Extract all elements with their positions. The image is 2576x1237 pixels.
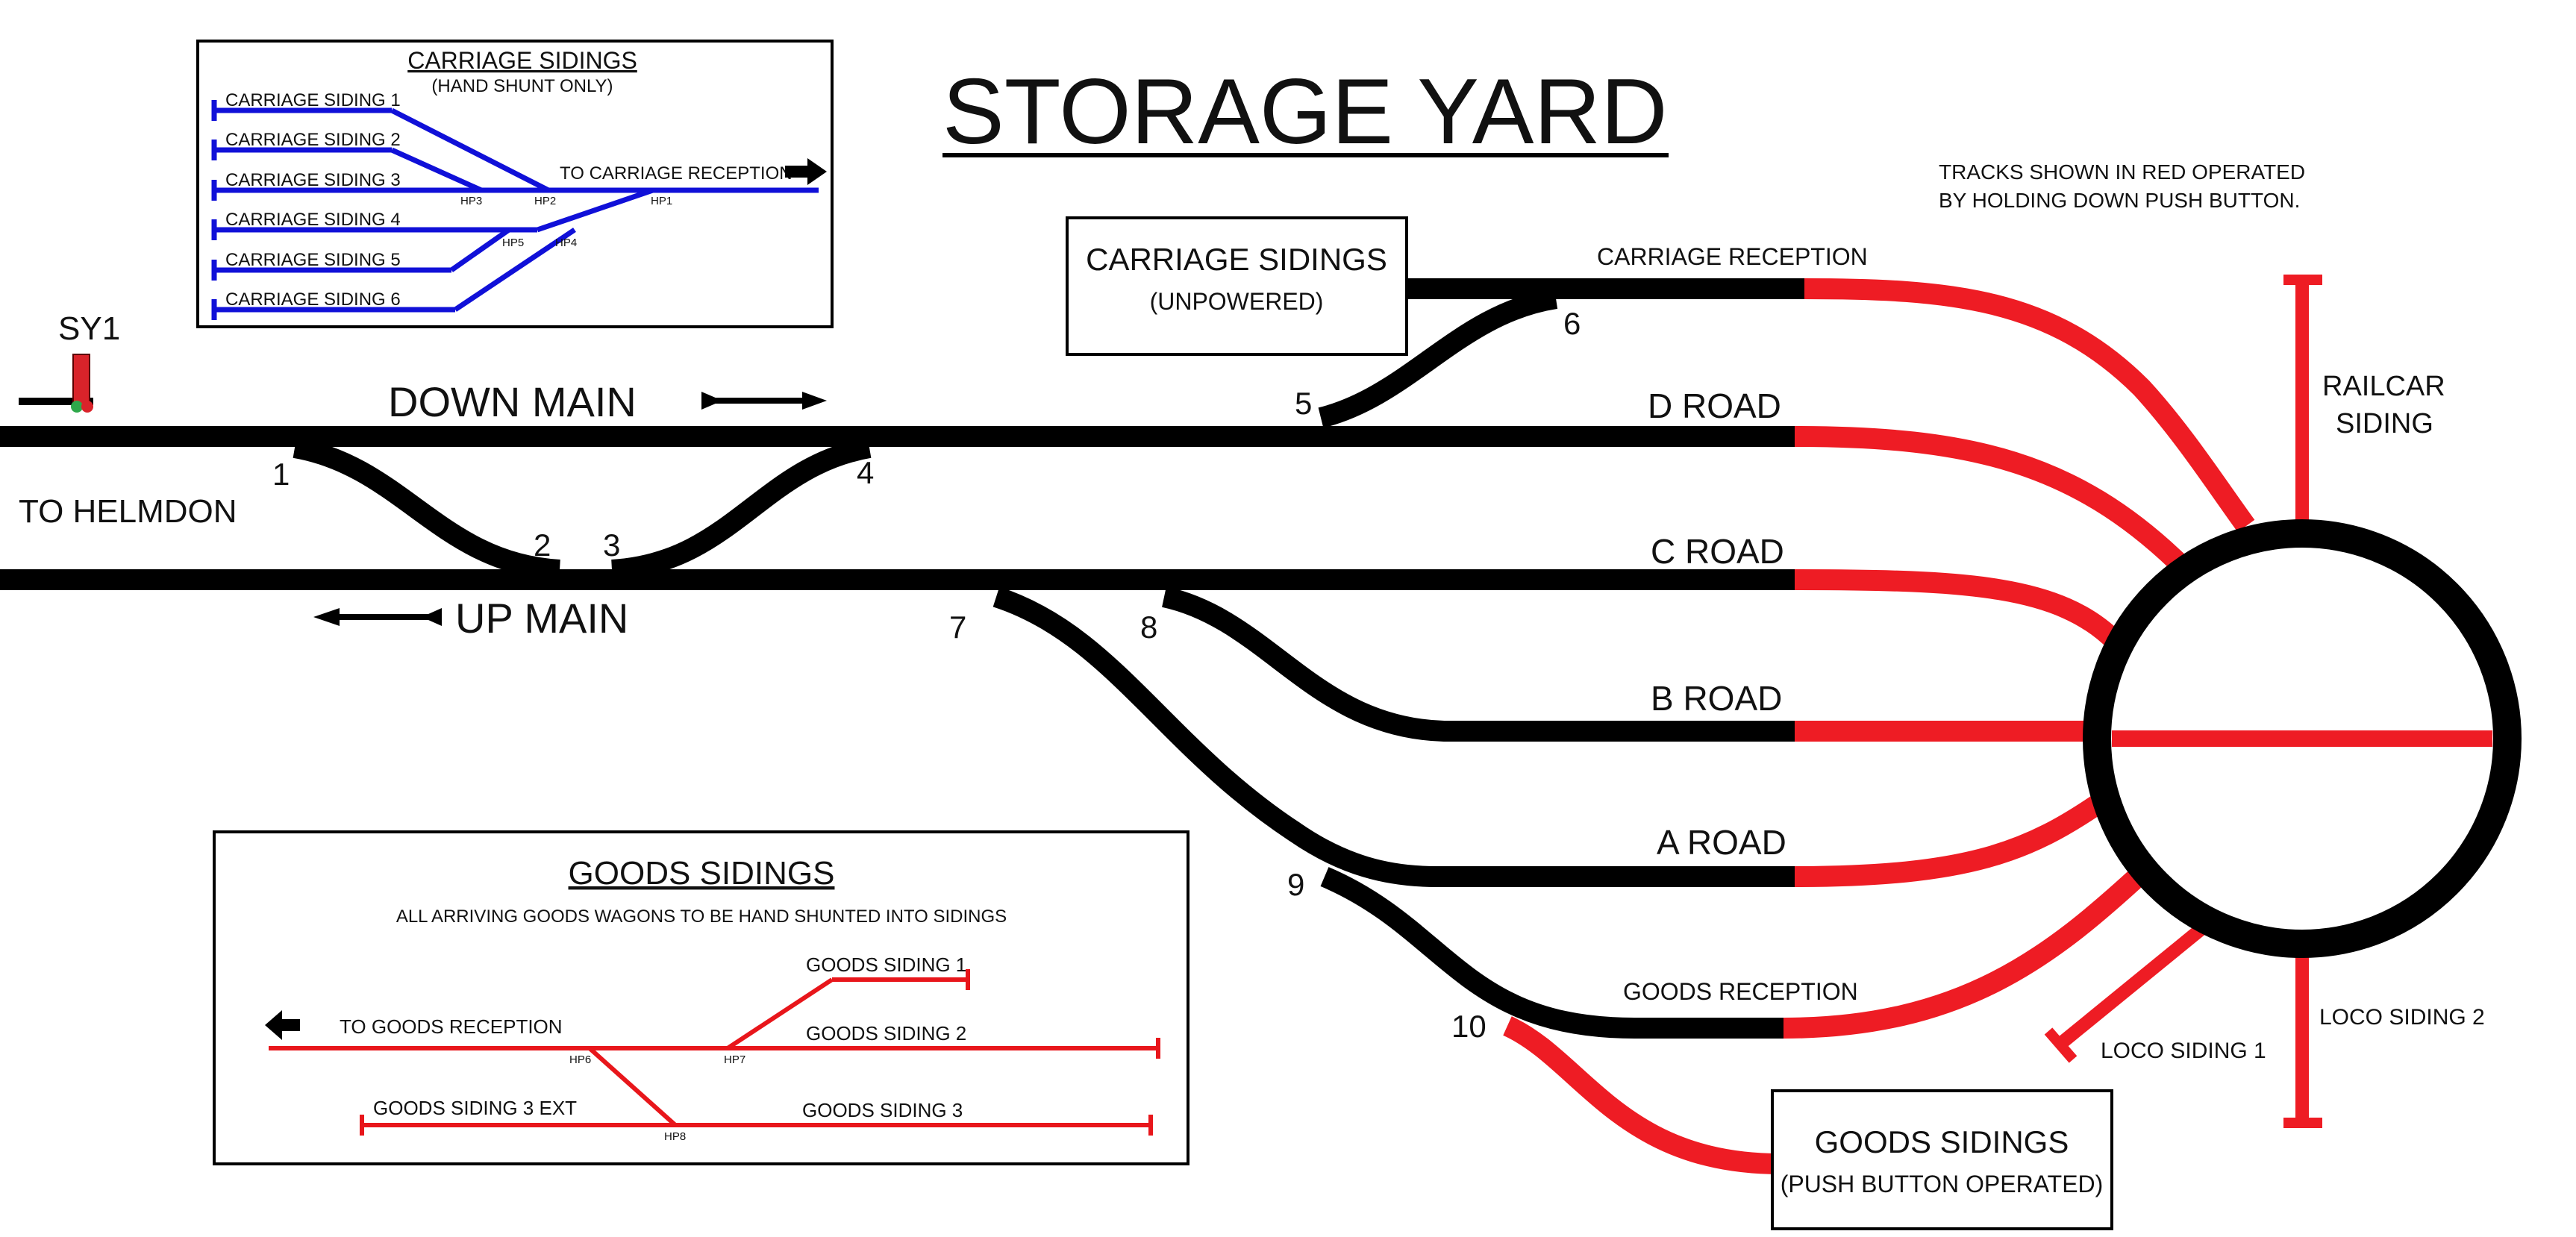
carriage-siding-1-label: CARRIAGE SIDING 1 [225, 90, 401, 110]
carriage-siding-3-label: CARRIAGE SIDING 3 [225, 170, 401, 190]
hp4-label: HP4 [555, 237, 577, 249]
carriage-sidings-box: CARRIAGE SIDINGS (UNPOWERED) [1066, 216, 1408, 356]
goods-box-title: GOODS SIDINGS [1815, 1124, 2069, 1159]
carriage-box-title: CARRIAGE SIDINGS [1086, 242, 1387, 277]
point-8-label: 8 [1140, 610, 1157, 645]
to-helmdon-label: TO HELMDON [19, 493, 237, 530]
signal-label: SY1 [58, 310, 120, 347]
carriage-inset-title: CARRIAGE SIDINGS [407, 47, 637, 74]
hp8-label: HP8 [664, 1130, 686, 1143]
hp5-label: HP5 [502, 237, 524, 249]
note-line-1: TRACKS SHOWN IN RED OPERATED [1939, 160, 2305, 184]
carriage-reception-powered [1804, 278, 2255, 533]
goods-inset-frame [213, 830, 1189, 1165]
down-main-arrow-icon [701, 392, 827, 410]
goods-reception-powered [1783, 865, 2149, 1039]
carriage-reception-label: CARRIAGE RECEPTION [1597, 243, 1868, 270]
point-10-label: 10 [1451, 1009, 1486, 1044]
carriage-inset-frame [196, 40, 834, 328]
carriage-inset-subtitle: (HAND SHUNT ONLY) [431, 76, 613, 96]
carriage-siding-5-label: CARRIAGE SIDING 5 [225, 250, 401, 270]
c-road-powered [1794, 569, 2123, 650]
goods-sidings-box: GOODS SIDINGS (PUSH BUTTON OPERATED) [1771, 1089, 2113, 1230]
down-main-label: DOWN MAIN [388, 378, 637, 425]
point-3-label: 3 [603, 527, 620, 563]
main-trackwork [0, 278, 1806, 1039]
loco-siding-1-track [2055, 924, 2206, 1050]
hp3-label: HP3 [460, 195, 482, 207]
note-line-2: BY HOLDING DOWN PUSH BUTTON. [1939, 189, 2300, 212]
crossover-3-4 [611, 437, 872, 580]
carriage-sidings-inset: CARRIAGE SIDINGS (HAND SHUNT ONLY) [196, 40, 834, 328]
goods-box-subtitle: (PUSH BUTTON OPERATED) [1781, 1171, 2104, 1197]
goods-reception-inset-label: TO GOODS RECEPTION [340, 1015, 563, 1038]
a-road-powered [1794, 793, 2107, 887]
signal-sy1: SY1 [19, 310, 120, 413]
goods-siding-1-label: GOODS SIDING 1 [806, 953, 966, 976]
up-main-arrow-icon [313, 608, 442, 626]
c-road-label: C ROAD [1651, 532, 1784, 571]
hp6-label: HP6 [569, 1053, 591, 1066]
goods-siding-2-label: GOODS SIDING 2 [806, 1022, 966, 1045]
point-7-label: 7 [949, 610, 966, 645]
goods-reception-label: GOODS RECEPTION [1623, 978, 1858, 1005]
signal-red-lamp [81, 401, 93, 413]
point-9-label: 9 [1287, 867, 1304, 902]
loco-siding-1-label: LOCO SIDING 1 [2101, 1039, 2266, 1063]
railcar-siding-label-1: RAILCAR [2322, 371, 2445, 402]
d-road-label: D ROAD [1648, 386, 1781, 425]
goods-siding-3-label: GOODS SIDING 3 [802, 1099, 963, 1121]
turntable-pit [2083, 519, 2522, 958]
goods-inset-title: GOODS SIDINGS [569, 855, 835, 892]
b-road-track [1161, 586, 1795, 742]
goods-siding-3-ext-label: GOODS SIDING 3 EXT [373, 1097, 577, 1119]
carriage-reception-inset-label: TO CARRIAGE RECEPTION [560, 163, 793, 184]
up-main-label: UP MAIN [455, 595, 628, 642]
hp2-label: HP2 [534, 195, 556, 207]
point-5-6-curve [1318, 288, 1558, 428]
goods-sidings-inset: GOODS SIDINGS ALL ARRIVING GOODS WAGONS … [213, 830, 1189, 1165]
carriage-siding-2-label: CARRIAGE SIDING 2 [225, 130, 401, 150]
point-2-label: 2 [534, 527, 551, 563]
a-road-label: A ROAD [1657, 823, 1786, 862]
carriage-box-subtitle: (UNPOWERED) [1150, 288, 1324, 315]
railcar-siding-label-2: SIDING [2336, 408, 2433, 439]
a-road-track [992, 586, 1795, 887]
signal-green-lamp [71, 401, 83, 413]
point-4-label: 4 [857, 455, 874, 490]
arrow-left-icon [265, 1010, 300, 1040]
loco-siding-2-label: LOCO SIDING 2 [2319, 1005, 2485, 1030]
point-5-label: 5 [1295, 386, 1312, 421]
point-1-label: 1 [272, 457, 290, 492]
hp7-label: HP7 [724, 1053, 745, 1066]
diagram-title: STORAGE YARD [942, 60, 1668, 163]
goods-inset-subtitle: ALL ARRIVING GOODS WAGONS TO BE HAND SHU… [396, 906, 1007, 927]
crossover-1-2 [293, 437, 560, 580]
d-road-powered [1794, 426, 2186, 571]
goods-sidings-powered [1503, 1016, 1781, 1174]
b-road-label: B ROAD [1651, 679, 1782, 718]
carriage-siding-4-label: CARRIAGE SIDING 4 [225, 210, 401, 230]
point-6-label: 6 [1563, 306, 1581, 341]
powered-sections [1503, 275, 2492, 1174]
signal-post [72, 354, 90, 406]
carriage-siding-6-label: CARRIAGE SIDING 6 [225, 289, 401, 310]
arrow-right-icon [785, 158, 827, 185]
goods-reception-track [1320, 867, 1783, 1039]
hp1-label: HP1 [651, 195, 672, 207]
